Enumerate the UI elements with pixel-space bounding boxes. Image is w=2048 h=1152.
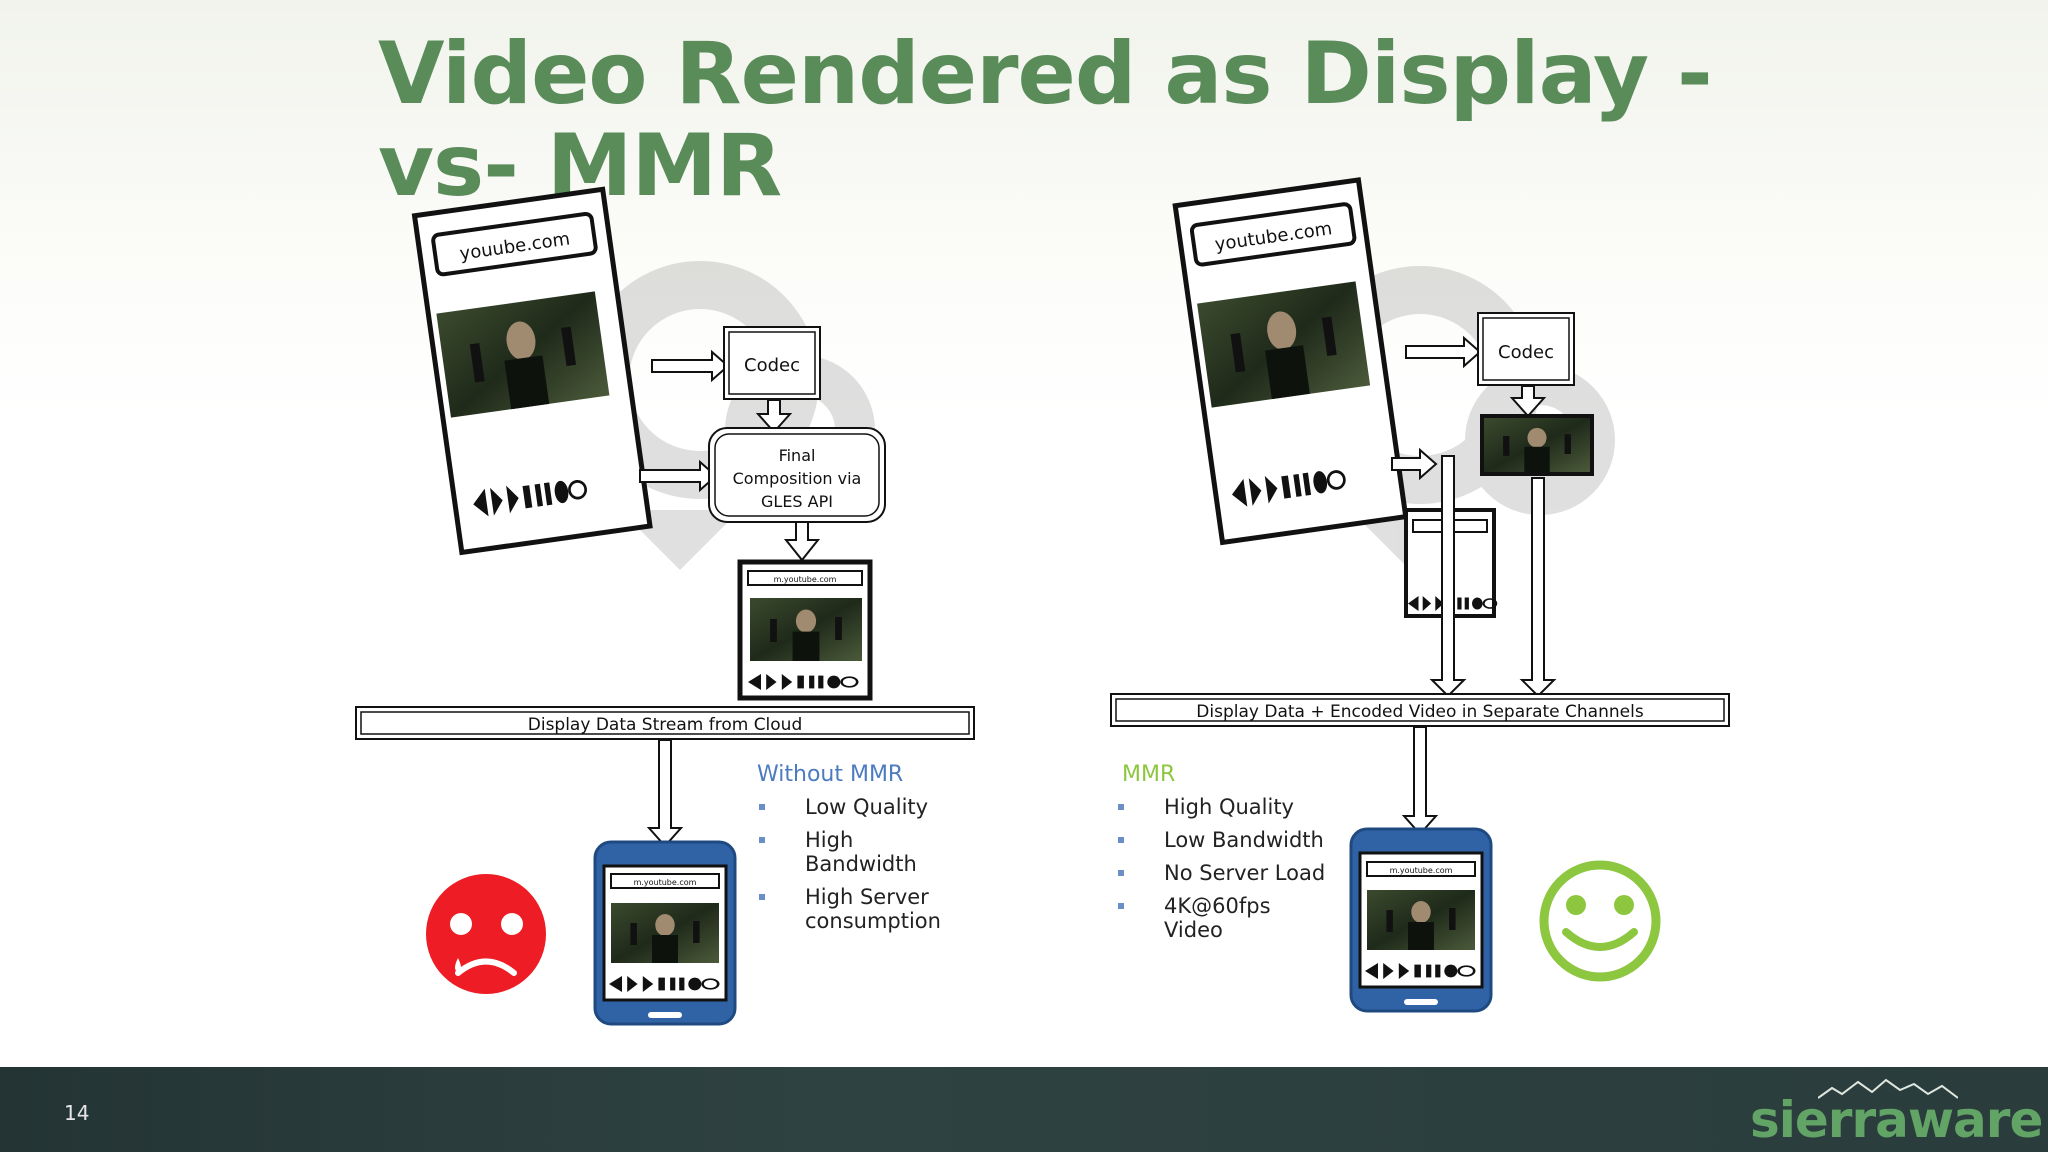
right-phone: m.youtube.com [1349,827,1493,1013]
right-browser-window: youtube.com [1172,177,1409,546]
left-phone-url: m.youtube.com [634,878,697,887]
left-stream-bar-label: Display Data Stream from Cloud [528,715,803,735]
bullet-icon [759,837,765,843]
right-arrow-browser-out [1391,447,1438,481]
mmr-bullets: High Quality Low Bandwidth No Server Loa… [1116,795,1364,951]
sad-face-icon [426,874,546,994]
page-number: 14 [64,1101,90,1125]
right-arrow-codec-down [1509,385,1547,418]
bullet-icon [1118,903,1124,909]
left-arrow-to-phone [646,739,684,848]
right-stream-bar-label: Display Data + Encoded Video in Separate… [1196,702,1644,722]
right-arrow-video-to-bar [1519,477,1557,698]
diagram-canvas: youube.com Codec Final Composition via G… [355,177,1730,1026]
composition-line-1: Final [779,446,816,465]
composition-line-3: GLES API [761,492,833,511]
left-phone: m.youtube.com [593,840,737,1026]
composition-line-2: Composition via [733,469,862,488]
left-arrow-codec-down [755,399,793,434]
right-arrow-to-codec [1405,335,1482,369]
without-mmr-bullets: Low Quality High Bandwidth High Server c… [757,795,1005,942]
left-mini-url: m.youtube.com [774,575,837,584]
left-arrow-to-codec [651,349,730,383]
bullet-icon [1118,870,1124,876]
list-item: 4K@60fps Video [1116,894,1364,942]
brand-logo: sierraware [1750,1091,2043,1149]
right-diagram: youtube.com Codec D [1110,177,1730,1013]
slide-title: Video Rendered as Display -vs- MMR [378,24,1713,216]
happy-face-icon [1539,860,1661,982]
mmr-heading: MMR [1122,762,1176,787]
bullet-icon [1118,837,1124,843]
bullet-icon [1118,804,1124,810]
left-video-frame [436,291,610,418]
left-diagram: youube.com Codec Final Composition via G… [355,186,975,1026]
list-item: No Server Load [1116,861,1364,885]
right-arrow-display-to-bar [1429,455,1467,698]
left-mini-screen: m.youtube.com [737,559,873,701]
left-browser-window: youube.com [411,186,653,556]
list-item: Low Bandwidth [1116,828,1364,852]
left-codec-label: Codec [744,355,800,376]
list-item: High Server consumption [757,885,1005,933]
right-phone-url: m.youtube.com [1390,866,1453,875]
list-item: High Bandwidth [757,828,1005,876]
bullet-icon [759,894,765,900]
without-mmr-heading: Without MMR [757,762,904,787]
footer-bar [0,1067,2048,1152]
right-video-frame [1197,281,1371,408]
mountain-logo-icon [1818,1078,1958,1099]
list-item: Low Quality [757,795,1005,819]
bullet-icon [759,804,765,810]
list-item: High Quality [1116,795,1364,819]
right-decoded-video [1480,414,1594,476]
right-codec-label: Codec [1498,342,1554,363]
left-arrow-composition-down [783,521,821,562]
right-arrow-to-phone [1401,726,1439,836]
